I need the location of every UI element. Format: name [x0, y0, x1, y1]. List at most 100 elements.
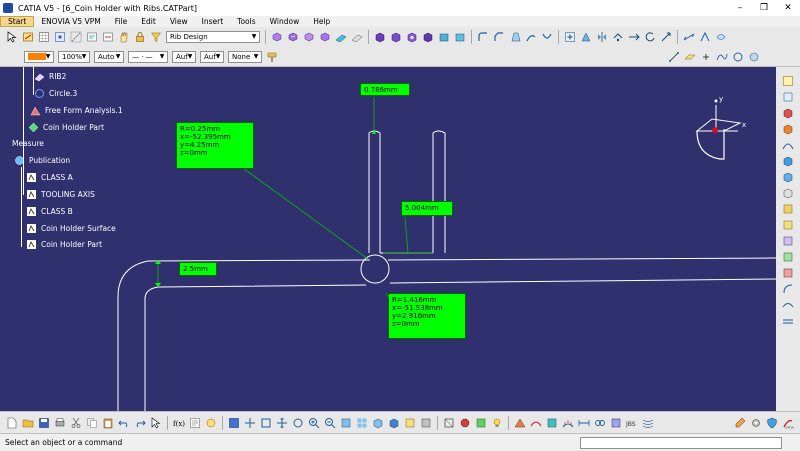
parallel-curve-icon[interactable]	[782, 315, 794, 327]
select-arrow-icon[interactable]	[6, 31, 18, 43]
catalog-icon[interactable]	[189, 417, 201, 429]
variable-fillet-icon[interactable]	[525, 31, 537, 43]
point-icon[interactable]	[700, 51, 712, 63]
construction-icon[interactable]	[70, 31, 82, 43]
tree-item-class-b[interactable]: CLASS B	[26, 206, 73, 217]
tree-item-measure[interactable]: Measure	[12, 139, 44, 148]
dimension-thickness[interactable]: 2.5mm	[179, 262, 217, 276]
shaft-icon[interactable]	[303, 31, 315, 43]
wireframe-icon[interactable]	[443, 417, 455, 429]
dimension-large-circle[interactable]: R=1.416mm x=-51.538mm y=2.916mm z=0mm	[388, 293, 466, 339]
transparency-selector[interactable]: 100% ▼	[58, 50, 90, 63]
minimize-button[interactable]: –	[737, 3, 743, 13]
blend-icon[interactable]	[782, 171, 794, 183]
menu-view[interactable]: View	[169, 17, 188, 26]
groove-icon[interactable]	[319, 31, 331, 43]
new-file-icon[interactable]	[6, 417, 18, 429]
boundary-icon[interactable]	[782, 267, 794, 279]
rib-tool-icon[interactable]	[335, 31, 347, 43]
swap-visible-icon[interactable]	[420, 417, 432, 429]
cut-icon[interactable]	[70, 417, 82, 429]
pad-icon[interactable]	[271, 31, 283, 43]
menu-insert[interactable]: Insert	[201, 17, 224, 26]
tree-item-publication[interactable]: Publication	[14, 155, 70, 166]
menu-edit[interactable]: Edit	[141, 17, 156, 26]
translate-icon[interactable]	[628, 31, 640, 43]
maximize-button[interactable]: ❐	[759, 3, 769, 13]
mirror-icon[interactable]	[596, 31, 608, 43]
layer-selector[interactable]: None ▼	[228, 50, 262, 63]
knowledge-icon[interactable]	[205, 417, 217, 429]
grid-icon[interactable]	[38, 31, 50, 43]
formula-icon[interactable]: f(x)	[173, 417, 185, 429]
dimension-top-width[interactable]: 0.786mm	[360, 83, 410, 96]
snap-icon[interactable]	[54, 31, 66, 43]
zoom-out-icon[interactable]	[324, 417, 336, 429]
draft-icon[interactable]	[509, 31, 521, 43]
line-type-selector[interactable]: — · — ▼	[128, 50, 168, 63]
tree-item-circle-3[interactable]: Circle.3	[34, 88, 77, 99]
tree-item-rib2[interactable]: RIB2	[34, 71, 66, 82]
slot-icon[interactable]	[351, 31, 363, 43]
thickness-analysis-icon[interactable]	[546, 417, 558, 429]
apply-material-icon[interactable]	[475, 417, 487, 429]
circle-tool-icon[interactable]	[732, 51, 744, 63]
measure-item-icon[interactable]	[699, 31, 711, 43]
tree-item-coin-holder-surface[interactable]: Coin Holder Surface	[26, 223, 116, 234]
settings-icon[interactable]	[750, 417, 762, 429]
menu-start[interactable]: Start	[0, 16, 35, 27]
thread-icon[interactable]	[422, 31, 434, 43]
hole-icon[interactable]	[406, 31, 418, 43]
measure-between-icon[interactable]	[683, 31, 695, 43]
rotate-icon[interactable]	[644, 31, 656, 43]
iso-view-icon[interactable]	[372, 417, 384, 429]
extract-icon[interactable]	[782, 235, 794, 247]
print-icon[interactable]	[54, 417, 66, 429]
spline-icon[interactable]	[716, 51, 728, 63]
menu-tools[interactable]: Tools	[237, 17, 256, 26]
undo-icon[interactable]	[118, 417, 130, 429]
save-icon[interactable]	[38, 417, 50, 429]
color-selector[interactable]: ▼	[24, 50, 54, 63]
chamfer-icon[interactable]	[493, 31, 505, 43]
lighting-icon[interactable]	[491, 417, 503, 429]
grid-view-icon[interactable]	[228, 417, 240, 429]
sweep-icon[interactable]	[782, 139, 794, 151]
corner-icon[interactable]	[782, 283, 794, 295]
sketch-icon[interactable]	[22, 31, 34, 43]
dimension-small-circle[interactable]: R=0.25mm x=-52.395mm y=4.25mm z=0mm	[176, 122, 254, 169]
paste-icon[interactable]	[102, 417, 114, 429]
curvature-analysis-icon[interactable]	[530, 417, 542, 429]
boolean-add-icon[interactable]	[564, 31, 576, 43]
split-icon[interactable]	[580, 31, 592, 43]
render-style-selector[interactable]: Auf ▼	[200, 50, 224, 63]
join-icon[interactable]	[782, 203, 794, 215]
fly-mode-icon[interactable]	[244, 417, 256, 429]
redo-icon[interactable]	[134, 417, 146, 429]
sphere-icon[interactable]	[748, 51, 760, 63]
menu-file[interactable]: File	[114, 17, 128, 26]
painter-icon[interactable]	[266, 51, 278, 63]
connect-curve-icon[interactable]	[782, 299, 794, 311]
tree-item-coin-holder-part[interactable]: Coin Holder Part	[28, 122, 104, 133]
exit-workbench-icon[interactable]	[782, 91, 794, 103]
whats-this-icon[interactable]	[150, 417, 162, 429]
menu-window[interactable]: Window	[269, 17, 300, 26]
filter-icon[interactable]	[150, 31, 162, 43]
multi-view-icon[interactable]	[356, 417, 368, 429]
scale-icon[interactable]	[660, 31, 672, 43]
revolve-icon[interactable]	[782, 123, 794, 135]
geometric-constraint-icon[interactable]	[86, 31, 98, 43]
connect-checker-icon[interactable]	[594, 417, 606, 429]
hand-icon[interactable]	[118, 31, 130, 43]
distance-analysis-icon[interactable]	[578, 417, 590, 429]
normal-view-icon[interactable]	[340, 417, 352, 429]
fillet-icon[interactable]	[477, 31, 489, 43]
close-button[interactable]: ✕	[784, 3, 792, 13]
solid-cylinder-icon[interactable]	[390, 31, 402, 43]
loft-icon[interactable]	[782, 155, 794, 167]
reflection-lines-icon[interactable]	[642, 417, 654, 429]
line-thickness-selector[interactable]: Auto ▼	[94, 50, 124, 63]
paint-brush-icon[interactable]	[734, 417, 746, 429]
fit-all-icon[interactable]	[260, 417, 272, 429]
